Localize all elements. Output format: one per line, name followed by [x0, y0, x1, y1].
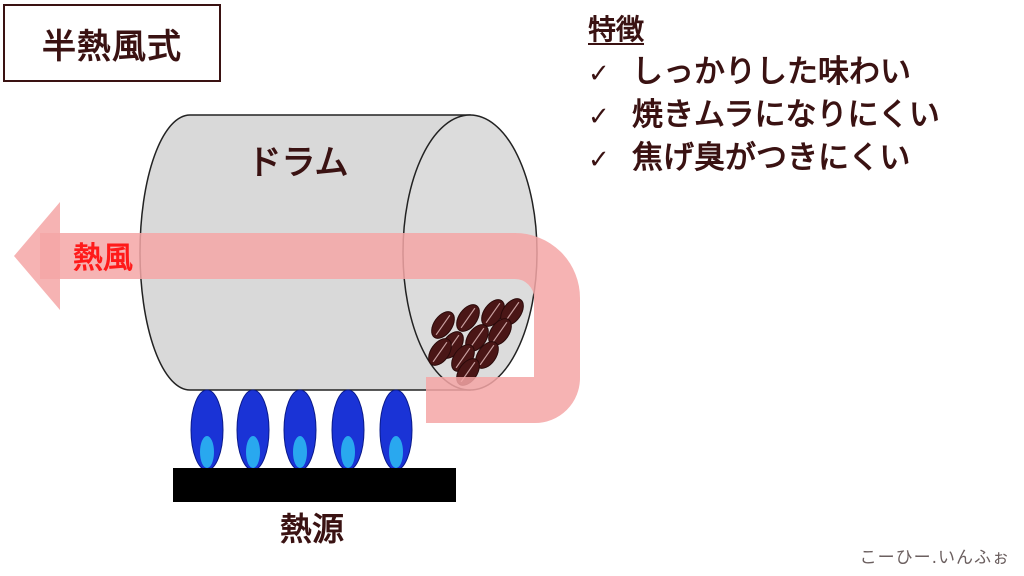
features-heading: 特徴 — [588, 13, 645, 46]
drum-label: ドラム — [248, 143, 349, 183]
burner-plate — [173, 468, 456, 502]
coffee-bean-crease — [460, 307, 476, 329]
title-box: 半熱風式 — [3, 4, 221, 82]
page-title: 半熱風式 — [42, 26, 182, 67]
heat-source-label: 熱源 — [280, 510, 344, 548]
feature-text: しっかりした味わい — [632, 54, 911, 90]
coffee-bean-crease — [432, 341, 448, 363]
feature-item: ✓ しっかりした味わい — [588, 52, 1018, 95]
feature-item: ✓ 焼きムラになりにくい — [588, 95, 1018, 138]
feature-text: 焼きムラになりにくい — [632, 97, 940, 133]
coffee-bean-crease — [435, 314, 451, 336]
coffee-bean-crease — [485, 302, 501, 324]
hot-air-path — [40, 233, 580, 423]
feature-text: 焦げ臭がつきにくい — [632, 140, 911, 176]
hot-air-arrowhead — [14, 202, 60, 310]
check-icon: ✓ — [588, 145, 610, 175]
check-icon: ✓ — [588, 102, 610, 132]
flame-icon — [331, 389, 365, 471]
flames — [190, 389, 413, 471]
flame-icon — [379, 389, 413, 471]
coffee-bean-crease — [455, 347, 471, 369]
watermark: こーひー.いんふぉ — [859, 548, 1010, 568]
flame-icon — [190, 389, 224, 471]
hot-air-label: 熱風 — [73, 241, 133, 276]
coffee-bean-crease — [492, 321, 508, 343]
flame-icon — [236, 389, 270, 471]
feature-item: ✓ 焦げ臭がつきにくい — [588, 138, 1018, 181]
coffee-bean-crease — [469, 327, 485, 349]
coffee-bean-crease — [479, 344, 495, 366]
coffee-beans — [428, 298, 524, 386]
check-icon: ✓ — [588, 59, 610, 89]
flame-icon — [283, 389, 317, 471]
features-panel: 特徴 ✓ しっかりした味わい ✓ 焼きムラになりにくい ✓ 焦げ臭がつきにくい — [588, 8, 1018, 181]
